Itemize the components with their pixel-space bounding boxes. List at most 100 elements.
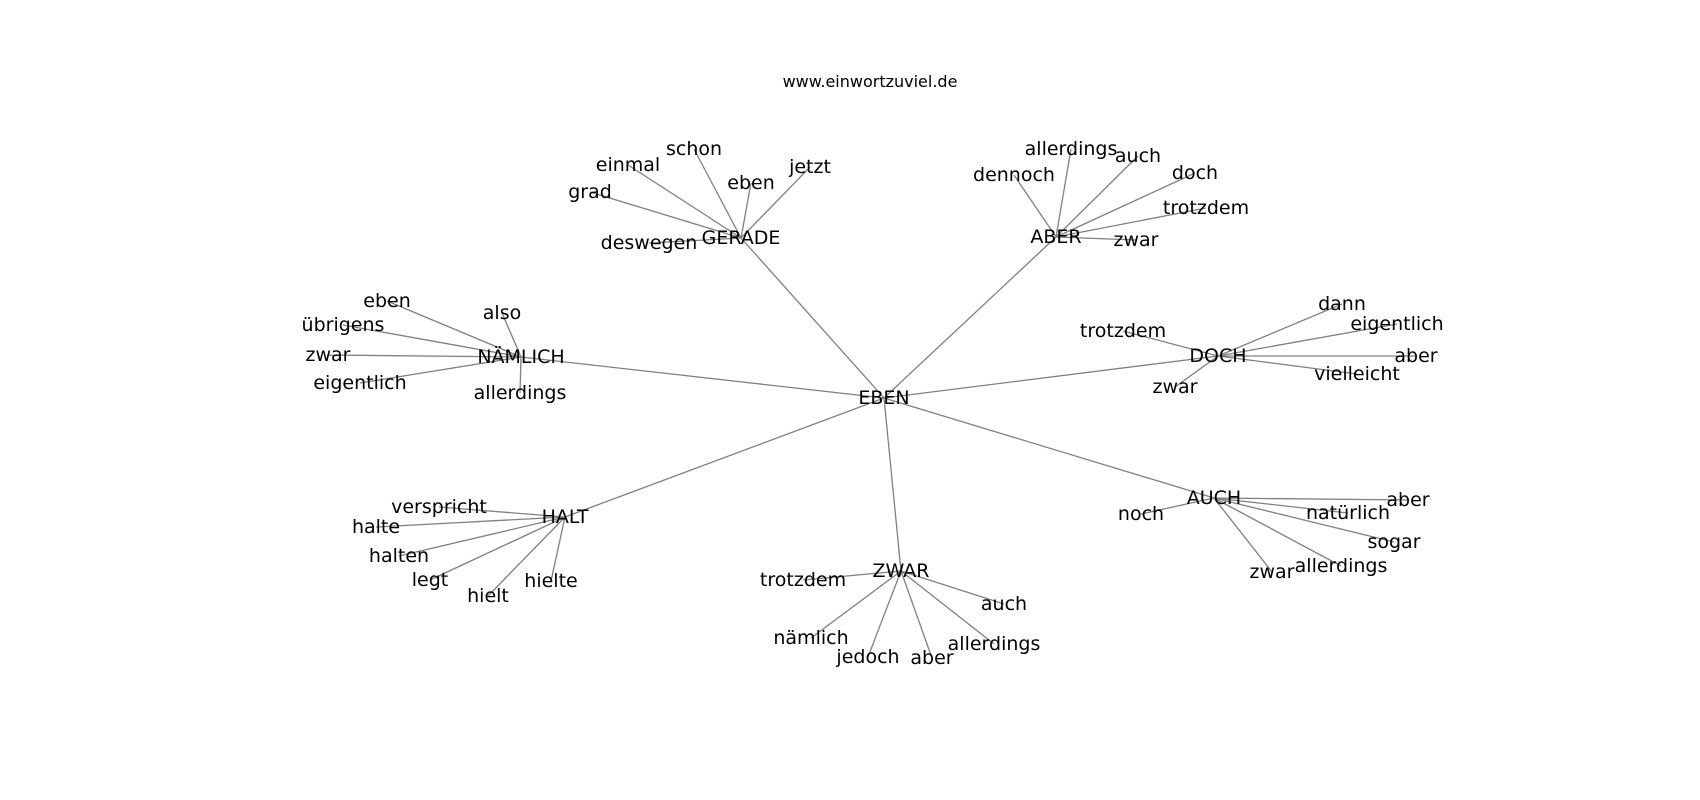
edge-doch_hub-d_eigentlich: [1217, 323, 1398, 357]
node-a-allerdings: allerdings: [1025, 138, 1118, 160]
node-a-zwar: zwar: [1114, 229, 1159, 251]
node-h-hielt: hielt: [467, 585, 509, 607]
node-d-dann: dann: [1318, 293, 1366, 315]
node-a-doch: doch: [1172, 162, 1218, 184]
edge-halt-h_hielte: [550, 516, 566, 582]
edge-gerade-g_schon: [693, 148, 742, 239]
edge-auch_hub-u_allerdings: [1213, 497, 1342, 567]
node-n-ubrigens: übrigens: [302, 314, 385, 336]
edge-doch_hub-d_zwar: [1174, 355, 1219, 388]
node-eben-root: EBEN: [858, 387, 909, 409]
node-u-allerdings: allerdings: [1295, 555, 1388, 577]
node-z-allerdings: allerdings: [948, 633, 1041, 655]
node-n-zwar: zwar: [306, 344, 351, 366]
node-d-zwar: zwar: [1153, 376, 1198, 398]
edge-auch_hub-u_naturlich: [1213, 497, 1349, 514]
edge-doch_hub-d_vielleicht: [1217, 355, 1358, 375]
nodes-layer: EBEN GERADE ABER NÄMLICH DOCH HALT ZWAR AUCH sch…: [302, 138, 1444, 669]
node-d-eigentlich: eigentlich: [1350, 313, 1443, 335]
edge-gerade-g_grad: [589, 191, 742, 239]
edge-eben_root-namlich: [520, 356, 885, 399]
node-u-zwar: zwar: [1250, 561, 1295, 583]
node-g-jetzt: jetzt: [788, 156, 831, 178]
node-a-auch: auch: [1115, 145, 1161, 167]
node-a-dennoch: dennoch: [973, 164, 1055, 186]
edge-eben_root-doch_hub: [883, 355, 1219, 399]
node-g-eben: eben: [727, 172, 774, 194]
edge-eben_root-auch_hub: [883, 397, 1215, 499]
node-n-allerdings: allerdings: [474, 382, 567, 404]
edge-zwar_hub-z_namlich: [810, 570, 902, 639]
node-g-schon: schon: [666, 138, 722, 160]
node-aber-hub: ABER: [1030, 226, 1081, 248]
edge-halt-h_verspricht: [438, 506, 566, 518]
node-auch-hub: AUCH: [1187, 487, 1241, 509]
edge-eben_root-halt: [564, 397, 885, 518]
edge-eben_root-aber_hub: [883, 236, 1057, 399]
edge-auch_hub-u_aber: [1213, 497, 1409, 501]
node-z-jedoch: jedoch: [835, 646, 899, 668]
node-n-eigentlich: eigentlich: [313, 372, 406, 394]
node-a-trotzdem: trotzdem: [1163, 197, 1249, 219]
edge-doch_hub-d_dann: [1217, 303, 1343, 357]
edge-zwar_hub-z_jedoch: [867, 570, 902, 658]
node-z-namlich: nämlich: [773, 627, 848, 649]
node-z-aber: aber: [910, 647, 953, 669]
edge-aber_hub-a_auch: [1055, 155, 1139, 238]
edge-zwar_hub-z_allerdings: [900, 570, 995, 645]
edge-namlich-n_ubrigens: [342, 324, 522, 358]
edge-zwar_hub-z_aber: [900, 570, 933, 659]
edge-zwar_hub-z_trotzdem: [802, 570, 902, 581]
node-u-naturlich: natürlich: [1306, 502, 1390, 524]
edge-auch_hub-u_sogar: [1213, 497, 1395, 543]
node-halt: HALT: [542, 506, 589, 528]
edge-halt-h_hielt: [487, 516, 566, 597]
edges-layer: [327, 148, 1416, 659]
node-doch-hub: DOCH: [1189, 345, 1246, 367]
edge-aber_hub-a_allerdings: [1055, 148, 1072, 238]
edge-eben_root-zwar_hub: [883, 397, 902, 572]
edge-namlich-n_also: [501, 312, 522, 358]
node-u-noch: noch: [1118, 503, 1164, 525]
node-h-legt: legt: [412, 569, 448, 591]
node-h-halte: halte: [352, 516, 400, 538]
edge-namlich-n_eigentlich: [359, 356, 522, 384]
node-n-eben: eben: [363, 290, 410, 312]
edge-auch_hub-u_zwar: [1213, 497, 1273, 573]
edge-aber_hub-a_dennoch: [1013, 174, 1057, 238]
edge-gerade-g_deswegen: [648, 237, 742, 244]
edge-gerade-g_eben: [740, 182, 752, 239]
edge-aber_hub-a_zwar: [1055, 236, 1137, 241]
edge-aber_hub-a_doch: [1055, 172, 1196, 238]
node-g-deswegen: deswegen: [601, 232, 698, 254]
node-z-auch: auch: [981, 593, 1027, 615]
edge-aber_hub-a_trotzdem: [1055, 207, 1207, 238]
edge-eben_root-gerade: [740, 237, 885, 399]
node-g-grad: grad: [568, 181, 612, 203]
edge-namlich-n_zwar: [327, 354, 522, 358]
node-d-trotzdem: trotzdem: [1080, 320, 1166, 342]
edge-halt-h_halten: [398, 516, 566, 557]
node-gerade: GERADE: [702, 227, 781, 249]
node-n-also: also: [483, 302, 521, 324]
node-h-hielte: hielte: [524, 570, 577, 592]
edge-namlich-n_eben: [386, 300, 522, 358]
edge-zwar_hub-z_auch: [900, 570, 1005, 605]
edge-auch_hub-u_noch: [1140, 497, 1215, 515]
edge-doch_hub-d_trotzdem: [1122, 330, 1219, 357]
node-u-sogar: sogar: [1367, 531, 1420, 553]
node-d-aber: aber: [1394, 345, 1437, 367]
edge-gerade-g_jetzt: [740, 166, 811, 239]
node-u-aber: aber: [1386, 489, 1429, 511]
edge-halt-h_legt: [429, 516, 566, 581]
node-z-trotzdem: trotzdem: [760, 569, 846, 591]
edge-namlich-n_allerdings: [519, 356, 522, 394]
node-zwar-hub: ZWAR: [873, 560, 930, 582]
node-namlich: NÄMLICH: [477, 345, 564, 368]
node-h-verspricht: verspricht: [391, 496, 487, 518]
site-title: www.einwortzuviel.de: [783, 72, 958, 91]
node-h-halten: halten: [369, 545, 429, 567]
node-g-einmal: einmal: [596, 154, 660, 176]
edge-halt-h_halte: [375, 516, 566, 528]
